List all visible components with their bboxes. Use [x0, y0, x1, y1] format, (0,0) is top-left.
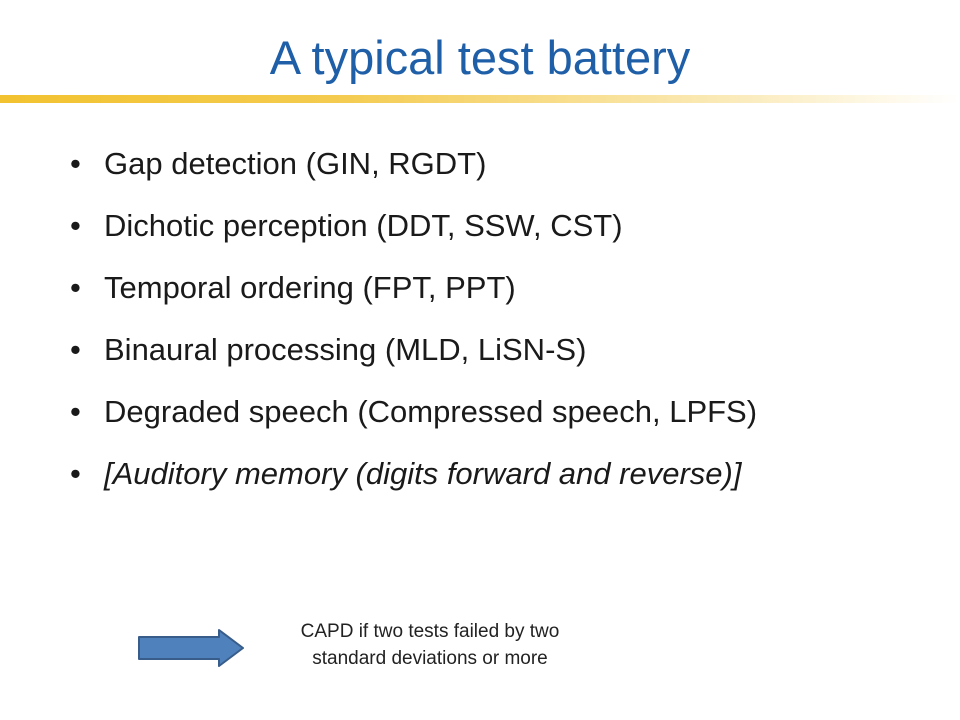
criterion-note-line-2: standard deviations or more	[312, 648, 548, 669]
slide-title: A typical test battery	[269, 31, 691, 84]
right-arrow-icon	[138, 629, 244, 667]
bullet-text: Temporal ordering (FPT, PPT)	[104, 270, 516, 305]
bullet-dot: •	[70, 146, 81, 181]
bullet-dot: •	[70, 332, 81, 367]
bullet-text: Binaural processing (MLD, LiSN-S)	[104, 332, 587, 367]
bullet-dot: •	[70, 270, 81, 305]
bullet-item: • Binaural processing (MLD, LiSN-S)	[70, 329, 910, 371]
criterion-note-line-1: CAPD if two tests failed by two	[300, 621, 560, 642]
bullet-text: Gap detection (GIN, RGDT)	[104, 146, 487, 181]
criterion-note: CAPD if two tests failed by two standard…	[270, 618, 590, 672]
bullet-item: • [Auditory memory (digits forward and r…	[70, 453, 910, 495]
bullet-list: • Gap detection (GIN, RGDT) • Dichotic p…	[70, 143, 910, 515]
title-underline-bar	[0, 95, 960, 103]
bullet-item: • Dichotic perception (DDT, SSW, CST)	[70, 205, 910, 247]
bullet-dot: •	[70, 208, 81, 243]
bullet-text: [Auditory memory (digits forward and rev…	[104, 456, 742, 491]
bullet-item: • Temporal ordering (FPT, PPT)	[70, 267, 910, 309]
bullet-dot: •	[70, 394, 81, 429]
bullet-item: • Gap detection (GIN, RGDT)	[70, 143, 910, 185]
bullet-text: Degraded speech (Compressed speech, LPFS…	[104, 394, 758, 429]
bullet-item: • Degraded speech (Compressed speech, LP…	[70, 391, 910, 433]
bullet-dot: •	[70, 456, 81, 491]
bullet-text: Dichotic perception (DDT, SSW, CST)	[104, 208, 623, 243]
